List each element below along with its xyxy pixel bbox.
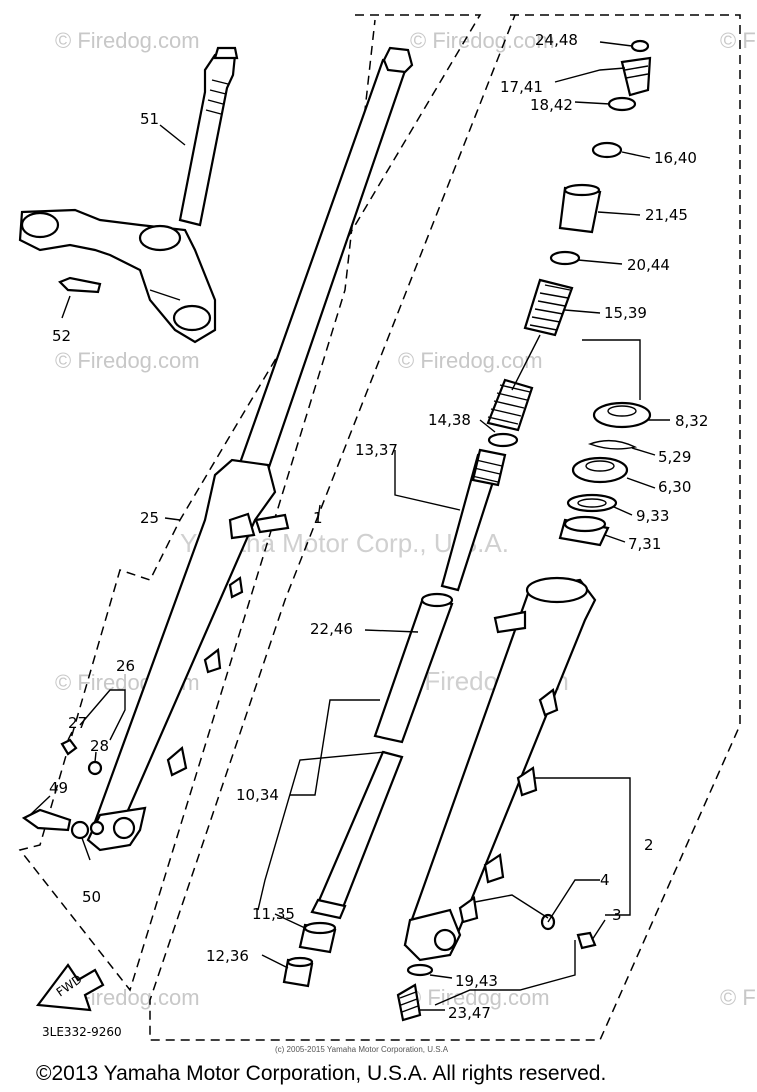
label-25: 25: [140, 509, 159, 527]
label-19-43: 19,43: [455, 972, 498, 990]
label-14-38: 14,38: [428, 411, 471, 429]
label-24-48: 24,48: [535, 31, 578, 49]
leader-lines: [29, 41, 670, 1011]
label-15-39: 15,39: [604, 304, 647, 322]
label-12-36: 12,36: [206, 947, 249, 965]
washer-9: [566, 493, 618, 513]
label-5-29: 5,29: [658, 448, 691, 466]
clip-5: [587, 439, 638, 450]
small-copyright: (c) 2005-2015 Yamaha Motor Corporation, …: [275, 1045, 449, 1054]
label-9-33: 9,33: [636, 507, 669, 525]
label-21-45: 21,45: [645, 206, 688, 224]
o-ring-18: [607, 96, 637, 112]
damper-10: [310, 750, 404, 920]
oil-seal-6: [571, 456, 629, 484]
seat-20: [549, 250, 581, 266]
outline-right-assembly: [149, 14, 741, 1041]
label-23-47: 23,47: [448, 1004, 491, 1022]
label-1: 1: [313, 509, 323, 527]
watermark-top-right: © Firedog.com: [720, 28, 757, 53]
washer-50: [70, 820, 90, 840]
left-outer-tube: [86, 458, 290, 852]
label-13-37: 13,37: [355, 441, 398, 459]
label-10-34: 10,34: [236, 786, 279, 804]
dust-seal-8: [592, 401, 652, 429]
copyright-notice: ©2013 Yamaha Motor Corporation, U.S.A. A…: [36, 1062, 606, 1085]
assembly-outlines: [18, 14, 741, 1041]
watermark-bottom-right: © Firedog.com: [720, 985, 757, 1010]
label-20-44: 20,44: [627, 256, 670, 274]
bushing-7: [558, 515, 610, 547]
cap-bolt-17: [620, 56, 652, 97]
screw-27: [60, 738, 78, 756]
label-17-41: 17,41: [500, 78, 543, 96]
bushing-11: [298, 921, 337, 954]
label-50: 50: [82, 888, 101, 906]
label-6-30: 6,30: [658, 478, 691, 496]
watermark-top-mid: © Firedog.com: [410, 28, 555, 53]
label-52: 52: [52, 327, 71, 345]
label-2: 2: [644, 836, 654, 854]
label-11-35: 11,35: [252, 905, 295, 923]
bolt-52: [58, 276, 102, 294]
label-26: 26: [116, 657, 135, 675]
fork-spring: [486, 278, 574, 432]
label-27: 27: [68, 714, 87, 732]
left-inner-tube: [238, 46, 414, 472]
label-4: 4: [600, 871, 610, 889]
label-28: 28: [90, 737, 109, 755]
damper-rod: [440, 448, 507, 592]
label-49: 49: [49, 779, 68, 797]
fwd-arrow: FWD: [35, 963, 105, 1012]
washer-19: [406, 963, 434, 977]
watermark-left-2: © Firedog.com: [55, 348, 200, 373]
bolt-3: [576, 931, 597, 950]
label-18-42: 18,42: [530, 96, 573, 114]
diagram-code: 3LE332-9260: [42, 1025, 122, 1039]
washer-28: [87, 760, 103, 776]
watermark-top-left: © Firedog.com: [55, 28, 200, 53]
washer-16: [591, 141, 623, 159]
label-22-46: 22,46: [310, 620, 353, 638]
label-51: 51: [140, 110, 159, 128]
label-8-32: 8,32: [675, 412, 708, 430]
bolt-49: [21, 808, 72, 832]
part-labels: 51 52 25 26 27 28 49 50 1 2 3 4 24,48 17…: [49, 31, 708, 1022]
watermark-mid-2: © Firedog.com: [398, 348, 543, 373]
label-3: 3: [612, 906, 622, 924]
cap-24: [630, 39, 650, 53]
bushing-12: [282, 956, 314, 988]
spacer-21: [558, 183, 602, 234]
bolt-23: [396, 983, 422, 1022]
label-7-31: 7,31: [628, 535, 661, 553]
steering-stem: [18, 46, 239, 344]
label-16-40: 16,40: [654, 149, 697, 167]
cylinder-22: [373, 592, 454, 744]
fwd-arrow-icon: [35, 963, 105, 1012]
right-outer-tube: [403, 576, 597, 962]
ring-14: [487, 432, 519, 448]
